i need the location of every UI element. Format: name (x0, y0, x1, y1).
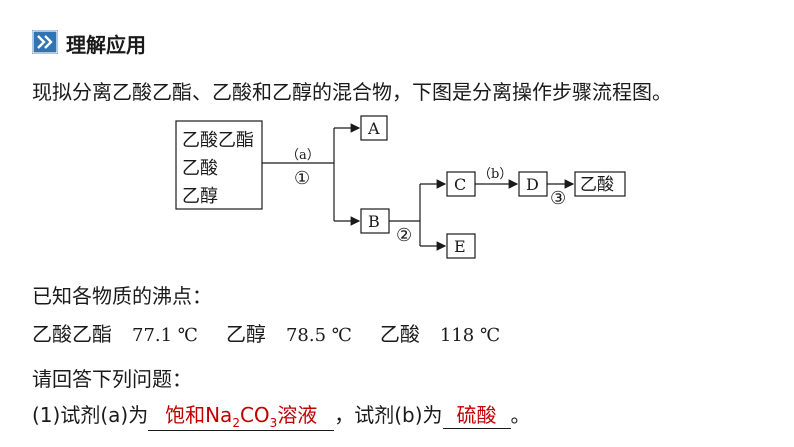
node-d-label: D (526, 175, 539, 194)
question-1-end: 。 (510, 403, 531, 427)
double-chevron-right-icon (32, 30, 58, 54)
substance-name: 乙酸乙酯 (32, 322, 112, 346)
answer-a-part: 饱和Na (165, 403, 233, 427)
substance-name: 乙酸 (379, 322, 420, 346)
question-1-middle: ，试剂(b)为 (334, 403, 443, 427)
mixture-box (175, 120, 263, 210)
node-c-label: C (454, 175, 466, 194)
mixture-item: 乙醇 (182, 186, 218, 207)
answer-b-text: 硫酸 (456, 403, 497, 427)
boiling-value: 78.5 ℃ (285, 325, 352, 346)
intro-text: 现拟分离乙酸乙酯、乙酸和乙醇的混合物，下图是分离操作步骤流程图。 (32, 80, 672, 104)
question-1: (1)试剂(a)为饱和Na2CO3溶液 ，试剂(b)为硫酸。 (32, 399, 531, 431)
node-e-box (446, 233, 476, 259)
answer-a-part: 溶液 (277, 403, 318, 427)
answer-a-blank: 饱和Na2CO3溶液 (148, 399, 335, 431)
step-2-label: ② (396, 225, 412, 246)
answer-a-text: 饱和Na2CO3溶液 (165, 403, 318, 430)
node-a-label: A (367, 119, 380, 138)
separation-flowchart: 乙酸乙酯 乙酸 乙醇 （a） ① A B ② C E （b） D ③ 乙酸 (175, 115, 626, 259)
product-box (574, 171, 626, 197)
product-label: 乙酸 (580, 175, 614, 195)
step-3-label: ③ (550, 188, 566, 209)
question-1-prefix: (1)试剂(a)为 (32, 403, 149, 427)
reagent-a-label: （a） (286, 148, 320, 163)
step-1-label: ① (294, 168, 310, 189)
boiling-point-list: 乙酸乙酯 77.1 ℃ 乙醇 78.5 ℃ 乙酸 118 ℃ (32, 318, 500, 347)
answer-a-subscript: 2 (232, 416, 240, 430)
answer-b-blank: 硫酸 (442, 399, 511, 429)
answer-a-subscript: 3 (269, 416, 278, 430)
boiling-value: 118 ℃ (439, 325, 501, 346)
node-b-label: B (368, 212, 380, 231)
section-title: 理解应用 (66, 33, 146, 57)
node-e-label: E (454, 237, 466, 256)
node-a-box (360, 115, 388, 141)
substance-name: 乙醇 (225, 322, 266, 346)
mixture-item: 乙酸 (182, 158, 218, 179)
mixture-item: 乙酸乙酯 (182, 130, 254, 151)
boiling-value: 77.1 ℃ (132, 325, 198, 346)
question-prompt: 请回答下列问题： (32, 367, 192, 391)
boiling-point-heading: 已知各物质的沸点： (32, 284, 212, 308)
reagent-b-label: （b） (478, 167, 512, 182)
answer-a-part: CO (239, 403, 270, 427)
